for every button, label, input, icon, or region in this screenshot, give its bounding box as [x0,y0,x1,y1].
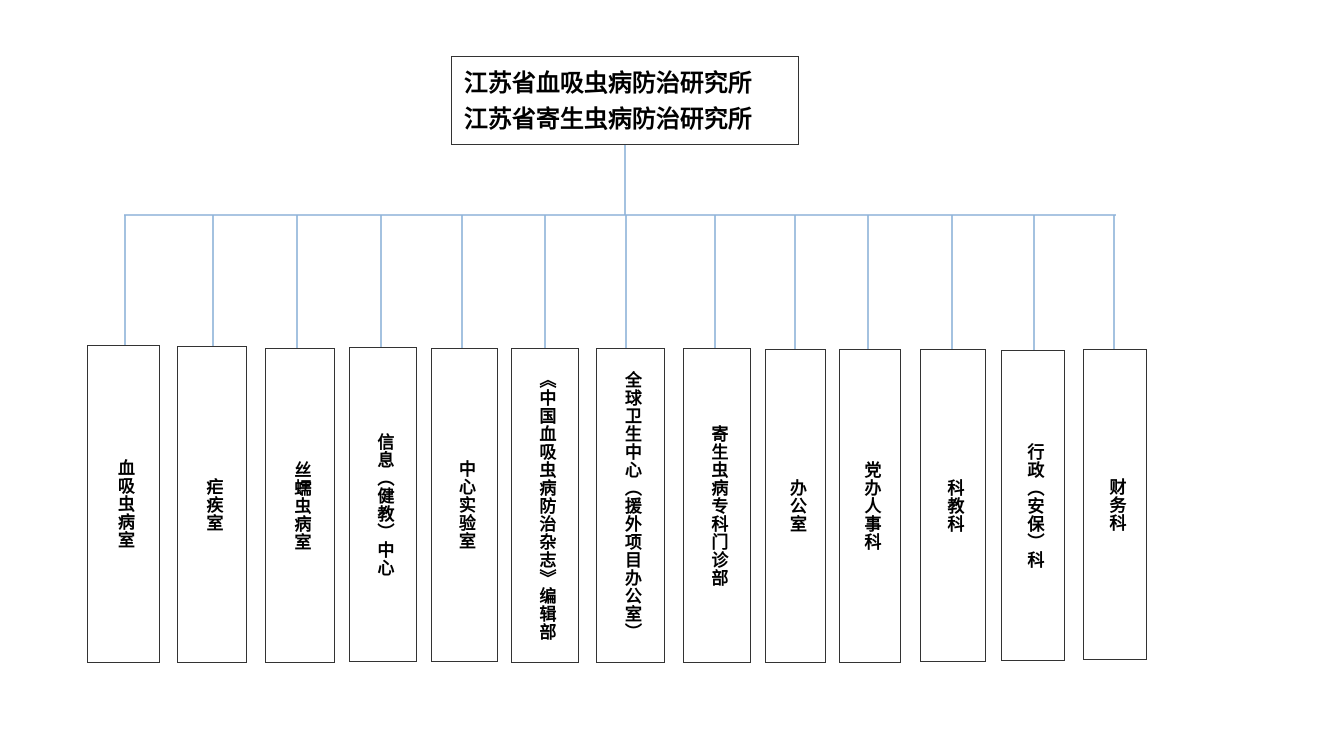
department-box: 丝蠕虫病室 [265,348,335,663]
department-box: 财务科 [1083,349,1147,660]
department-box: 信息（健教）中心 [349,347,417,662]
department-box: 中心实验室 [431,348,498,662]
department-label: 行政（安保）科 [1023,442,1044,569]
department-label: 中心实验室 [455,460,475,550]
department-box: 寄生虫病专科门诊部 [683,348,751,663]
department-label: 财务科 [1105,477,1126,532]
department-box: 全球卫生中心（援外项目办公室） [596,348,665,663]
department-label: 寄生虫病专科门诊部 [707,424,728,587]
department-label: 血吸虫病室 [114,459,134,549]
department-label: 信息（健教）中心 [373,432,394,577]
department-label: 丝蠕虫病室 [290,460,311,551]
department-box: 党办人事科 [839,349,901,663]
department-label: 党办人事科 [860,461,881,551]
department-label: 科教科 [943,478,964,533]
root-name-line-2: 江苏省寄生虫病防治研究所 [464,104,752,133]
department-label: 办公室 [786,479,806,533]
department-box: 办公室 [765,349,826,663]
department-box: 《中国血吸虫病防治杂志》编辑部 [511,348,579,663]
department-box: 行政（安保）科 [1001,350,1065,661]
root-name-line-1: 江苏省血吸虫病防治研究所 [464,68,752,97]
department-box: 疟疾室 [177,346,247,663]
department-label: 《中国血吸虫病防治杂志》编辑部 [535,370,556,641]
department-box: 血吸虫病室 [87,345,160,663]
root-organization-box: 江苏省血吸虫病防治研究所 江苏省寄生虫病防治研究所 [451,56,799,145]
department-label: 疟疾室 [202,477,223,532]
department-label: 全球卫生中心（援外项目办公室） [621,370,641,641]
department-box: 科教科 [920,349,986,662]
